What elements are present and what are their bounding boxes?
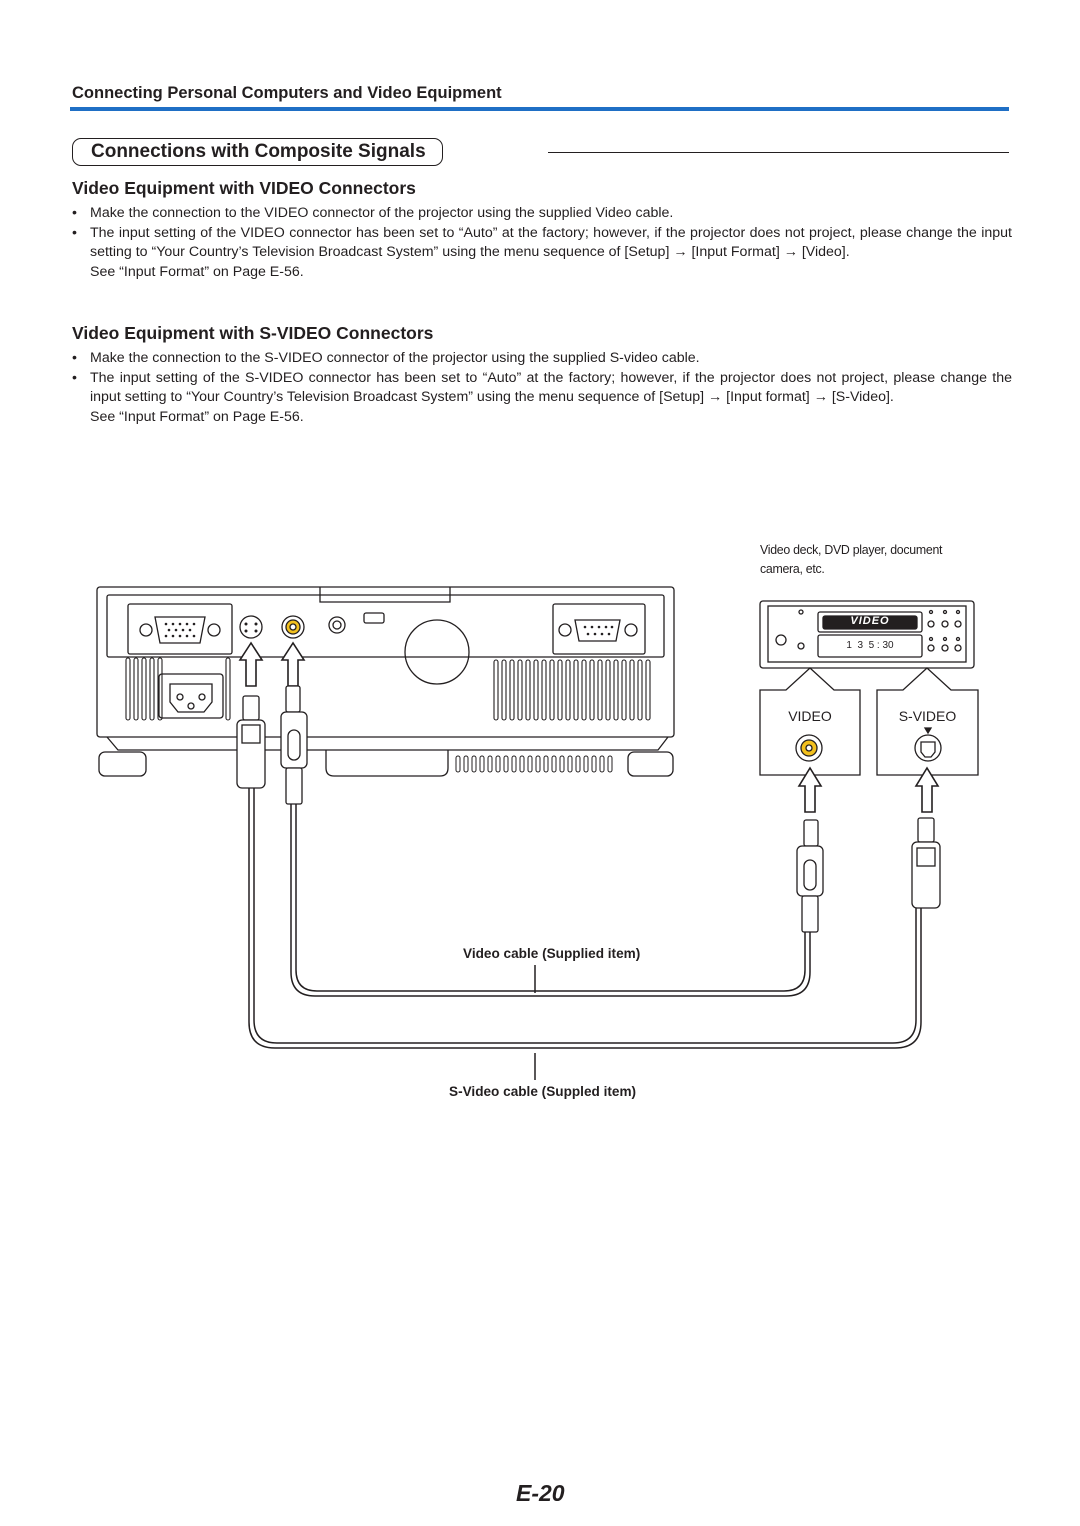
video-bullet-1: • Make the connection to the VIDEO conne… [72,204,1012,224]
bullet-dot: • [72,369,77,386]
video-see-reference: See “Input Format” on Page E-56. [90,263,304,280]
deck-port-callouts [759,667,979,776]
svideo-bullet-2-text: The input setting of the S-VIDEO connect… [90,369,1012,406]
deck-svideo-port-label: S-VIDEO [898,708,957,724]
video-cable-label: Video cable (Supplied item) [463,946,641,961]
video-bullet-1-text: Make the connection to the VIDEO connect… [90,205,674,221]
projector-rear-panel [96,586,675,777]
svideo-cable-label: S-Video cable (Suppled item) [449,1084,637,1099]
projector-arrows [238,641,306,687]
page-number: E-20 [516,1480,565,1506]
deck-display: 1 3 5 : 30 [846,640,894,651]
deck-video-port-label: VIDEO [788,708,832,724]
section-title-rule [548,152,1009,153]
svideo-bullet-1: • Make the connection to the S-VIDEO con… [72,349,1012,369]
video-deck [759,600,975,669]
video-section-body: • Make the connection to the VIDEO conne… [72,204,1012,282]
header-rule [70,107,1009,111]
deck-logo: VIDEO [850,615,890,627]
video-bullet-2-text: The input setting of the VIDEO connector… [90,224,1012,261]
bullet-dot: • [72,350,77,366]
chapter-header-title: Connecting Personal Computers and Video … [72,84,502,102]
video-bullet-2: • The input setting of the VIDEO connect… [72,224,1012,263]
bullet-dot: • [72,224,77,241]
device-caption: Video deck, DVD player, document camera,… [760,542,943,576]
projector-side-plugs [236,685,308,805]
svideo-section-body: • Make the connection to the S-VIDEO con… [72,349,1012,427]
svideo-bullet-2: • The input setting of the S-VIDEO conne… [72,369,1012,408]
svideo-bullet-1-text: Make the connection to the S-VIDEO conne… [90,350,700,366]
svideo-see-reference: See “Input Format” on Page E-56. [90,408,304,425]
section-title: Connections with Composite Signals [72,138,443,166]
cables [248,788,922,1049]
bullet-dot: • [72,205,77,221]
svideo-section-heading: Video Equipment with S-VIDEO Connectors [72,323,434,343]
video-section-heading: Video Equipment with VIDEO Connectors [72,178,416,198]
deck-side-plugs [796,817,941,933]
deck-arrows [797,766,940,813]
